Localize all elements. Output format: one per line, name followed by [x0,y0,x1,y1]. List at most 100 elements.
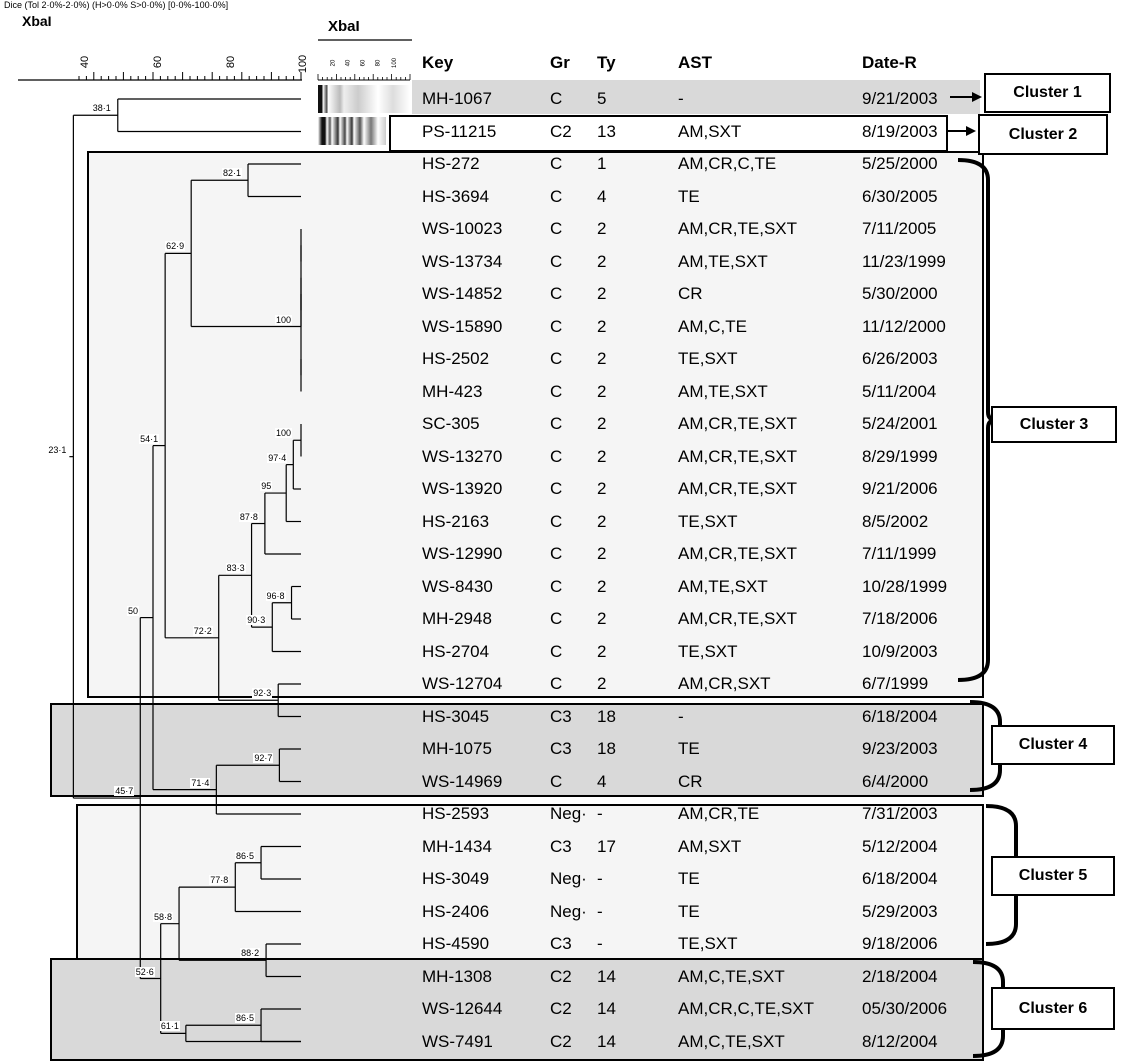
similarity-value: 90·3 [246,615,267,626]
cell-date: 10/28/1999 [862,576,948,596]
cell-type: 14 [597,999,616,1018]
similarity-value: 100 [275,314,293,325]
cell-group: C2 [550,121,572,141]
similarity-value: 52·6 [134,966,155,977]
similarity-value: 72·2 [192,625,213,636]
cell-date: 7/11/2005 [862,219,937,238]
cell-group: C3 [550,706,572,726]
enzyme-label-gel: XbaI [328,18,360,35]
cell-date: 8/12/2004 [862,1031,938,1051]
similarity-value: 86·5 [235,850,256,861]
cell-key: HS-2406 [422,901,490,921]
cell-date: 7/18/2006 [862,609,938,628]
similarity-value: 71·4 [190,777,211,788]
cell-date: 6/18/2004 [862,706,938,726]
cell-group: C [550,154,563,173]
cell-ast: TE,SXT [678,349,738,368]
similarity-value: 96·8 [265,590,286,601]
cell-date: 7/31/2003 [862,804,938,823]
cell-ast: AM,C,TE,SXT [678,966,785,986]
cell-type: 4 [597,771,607,791]
analysis-parameters: Dice (Tol 2·0%-2·0%) (H>0·0% S>0·0%) [0·… [4,0,229,10]
cell-group: C2 [550,966,572,986]
similarity-value: 92·7 [253,753,274,764]
similarity-value: 54·1 [139,433,160,444]
cell-key: PS-11215 [422,121,497,141]
cell-ast: AM,C,TE,SXT [678,1031,785,1051]
cell-key: WS-10023 [422,219,503,238]
cluster-1-label: Cluster 1 [984,73,1111,113]
similarity-value: 83·3 [225,563,246,574]
cell-ast: CR [678,771,703,791]
col-header-group: Gr [550,53,570,72]
cell-group: C [550,674,563,693]
cell-key: MH-423 [422,381,483,401]
cell-group: C [550,511,563,531]
cell-type: 2 [597,414,607,433]
cell-date: 5/12/2004 [862,836,938,856]
cell-type: 2 [597,511,607,531]
cell-date: 10/9/2003 [862,641,938,661]
cluster-4-label: Cluster 4 [991,725,1115,765]
similarity-value: 23·1 [47,444,68,455]
cell-type: 2 [597,316,607,336]
cluster-6-label: Cluster 6 [991,987,1115,1030]
col-header-date: Date-R [862,53,917,72]
cell-ast: TE,SXT [678,641,738,661]
cell-date: 6/26/2003 [862,349,938,368]
cluster-6-box [50,958,984,1061]
cell-group: C3 [550,934,572,953]
cell-group: C3 [550,739,572,758]
cell-ast: AM,SXT [678,121,742,141]
cell-ast: - [678,89,684,108]
cell-date: 5/11/2004 [862,381,937,401]
col-header-key: Key [422,53,454,72]
cell-ast: - [678,706,684,726]
cell-type: 14 [597,1031,616,1051]
cell-group: C [550,316,563,336]
cell-ast: AM,CR,C,TE [678,154,777,173]
cell-type: 17 [597,836,616,856]
cell-type: 13 [597,121,616,141]
gel-lane-ps-11215 [318,117,386,145]
cell-key: HS-2593 [422,804,490,823]
cell-key: WS-13270 [422,446,503,466]
cell-group: C [550,641,563,661]
cell-type: 2 [597,381,607,401]
cell-key: HS-2163 [422,511,490,531]
similarity-value: 100 [275,428,293,439]
cell-group: Neg· [550,804,587,823]
cell-key: HS-2704 [422,641,490,661]
cell-type: 2 [597,641,607,661]
cell-ast: CR [678,284,703,303]
cell-group: C2 [550,999,572,1018]
cell-date: 2/18/2004 [862,966,938,986]
cell-key: WS-12704 [422,674,503,693]
cluster-1-box [412,80,980,114]
cell-type: 2 [597,544,607,563]
cluster-3-label: Cluster 3 [991,406,1117,443]
cell-group: C [550,446,563,466]
cell-type: 2 [597,219,607,238]
cell-type: - [597,804,603,823]
cell-group: C [550,576,563,596]
cell-group: C [550,479,563,498]
cell-date: 8/5/2002 [862,511,929,531]
cell-ast: TE [678,739,700,758]
similarity-value: 95 [260,481,273,492]
cell-date: 6/4/2000 [862,771,929,791]
cell-key: HS-272 [422,154,480,173]
cell-date: 6/7/1999 [862,674,929,693]
cell-ast: AM,CR,TE [678,804,760,823]
cell-key: MH-2948 [422,609,492,628]
cell-ast: AM,CR,TE,SXT [678,609,798,628]
cell-key: WS-13920 [422,479,503,498]
cell-date: 6/18/2004 [862,869,938,888]
cell-date: 8/29/1999 [862,446,938,466]
cluster-1-arrow-head [972,92,982,102]
cell-date: 6/30/2005 [862,186,938,206]
cell-type: 18 [597,739,616,758]
enzyme-label-dendrogram: XbaI [22,13,52,29]
cell-type: 1 [597,154,607,173]
cell-ast: AM,TE,SXT [678,381,768,401]
